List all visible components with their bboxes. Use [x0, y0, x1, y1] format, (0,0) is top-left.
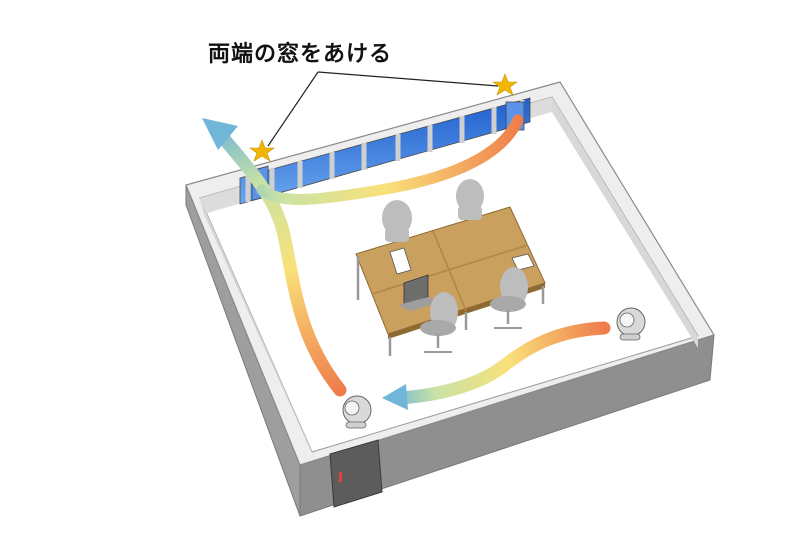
callout-lines: [267, 71, 499, 147]
airflow-arrowhead-bottom: [382, 384, 408, 410]
window-mullions: [245, 100, 525, 202]
star-icon-2: [492, 73, 518, 96]
circulator-fan-icon-2: [616, 307, 646, 341]
chair-back-right: [456, 179, 484, 220]
airflow-bottom: [393, 321, 611, 405]
chair-back-left: [382, 200, 412, 242]
right-wall-inner: [552, 97, 698, 348]
left-wall-inner: [200, 198, 316, 462]
airflow-left: [218, 133, 347, 397]
circulator-fan-icon: [342, 395, 372, 429]
chair-front-left: [420, 292, 458, 353]
star-icon: [249, 139, 275, 162]
airflow-top: [256, 114, 524, 205]
document-icon-2: [511, 253, 535, 271]
door-icon: [329, 439, 383, 508]
window-glass-strip: [239, 97, 531, 205]
airflow-arrows: [218, 114, 611, 405]
airflow-arrowhead-left: [202, 118, 238, 150]
document-icon: [389, 247, 412, 275]
chair-front-right: [490, 267, 528, 329]
laptop-icon: [398, 274, 440, 311]
diagram-caption: 両端の窓をあける: [208, 42, 393, 67]
